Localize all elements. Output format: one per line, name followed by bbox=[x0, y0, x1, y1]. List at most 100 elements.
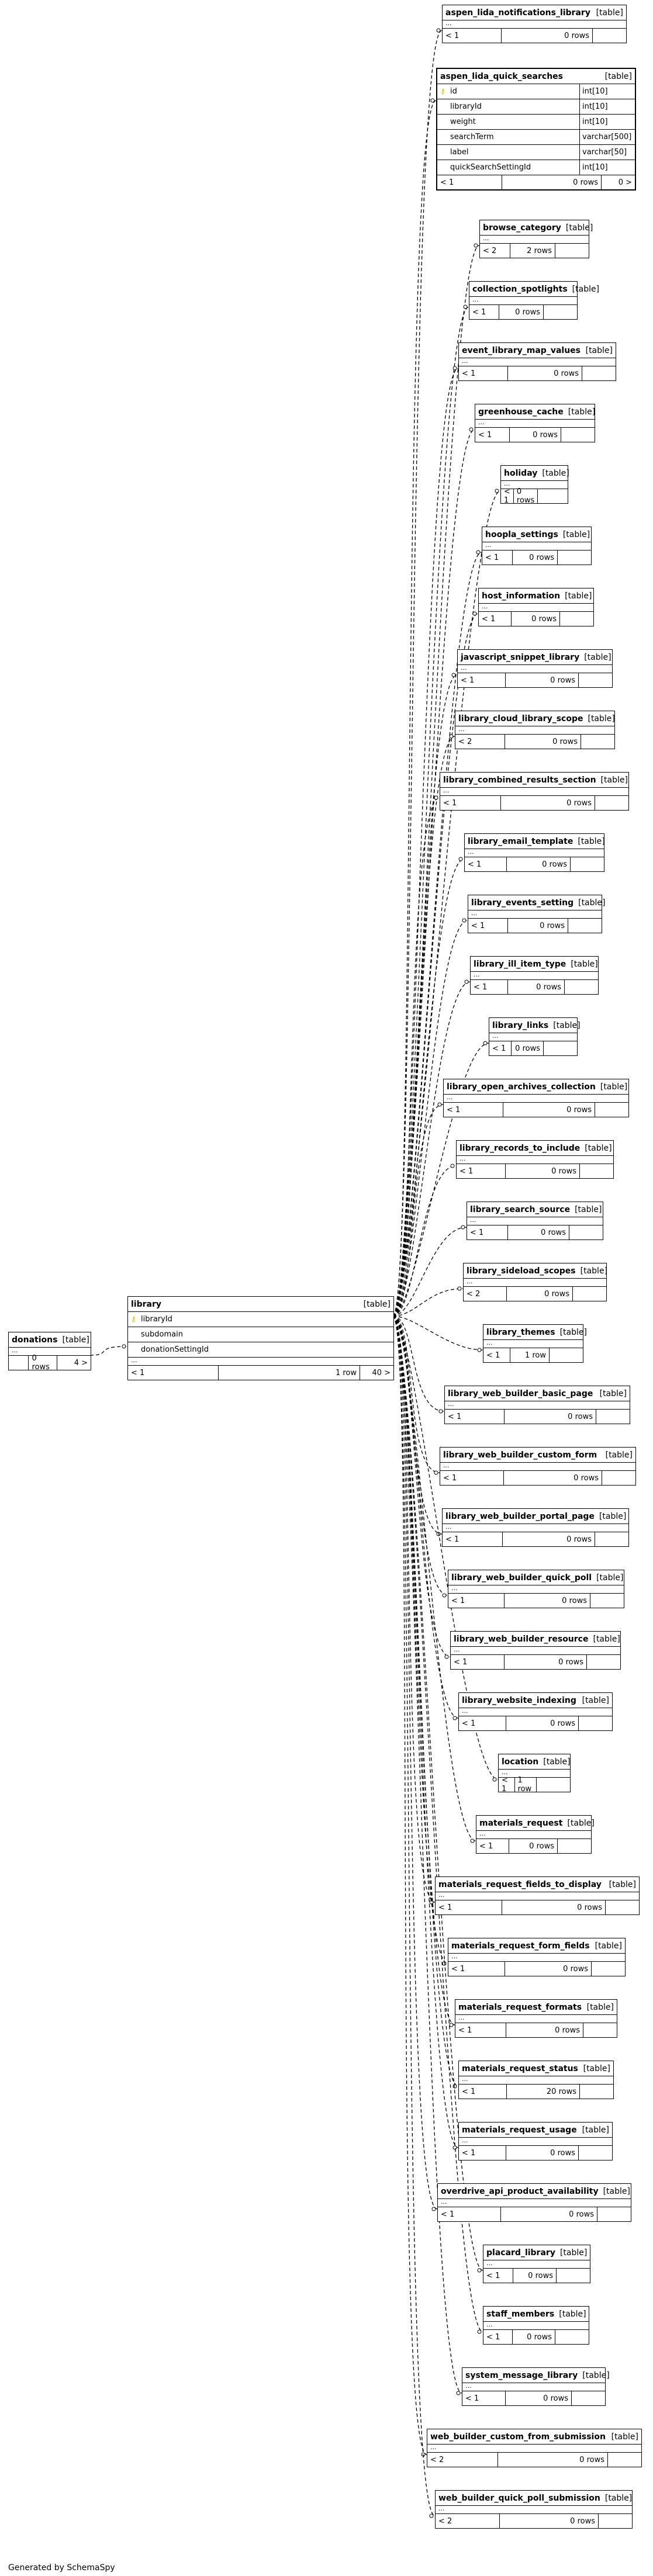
edge-library-to-browse-category bbox=[392, 245, 480, 1317]
table-type: [table] bbox=[582, 2125, 609, 2135]
table-library-web-builder-basic-page[interactable]: library_web_builder_basic_page[table]...… bbox=[444, 1386, 630, 1424]
children-count bbox=[557, 1839, 591, 1853]
table-library-open-archives-collection[interactable]: library_open_archives_collection[table].… bbox=[443, 1079, 629, 1117]
table-library-cloud-library-scope[interactable]: library_cloud_library_scope[table]...< 2… bbox=[455, 711, 615, 749]
row-count: 0 rows bbox=[504, 1410, 596, 1424]
more-columns: ... bbox=[459, 1708, 612, 1716]
edge-library-to-greenhouse-cache-marker bbox=[469, 427, 474, 432]
row-count: 0 rows bbox=[511, 1041, 543, 1055]
children-count bbox=[549, 1348, 583, 1362]
edge-library-to-library-email-template-marker bbox=[458, 857, 463, 861]
table-name: javascript_snippet_library bbox=[461, 652, 580, 662]
table-name: library_events_setting bbox=[471, 898, 574, 908]
edge-library-to-web-builder-quick-poll-submission-marker bbox=[429, 2513, 434, 2518]
table-library-combined-results-section[interactable]: library_combined_results_section[table].… bbox=[440, 772, 629, 811]
row-count: 0 rows bbox=[507, 919, 568, 933]
row-count: 0 rows bbox=[504, 1594, 590, 1608]
more-columns: ... bbox=[440, 1462, 635, 1471]
table-web-builder-quick-poll-submission[interactable]: web_builder_quick_poll_submission[table]… bbox=[435, 2490, 633, 2529]
table-header: aspen_lida_notifications_library[table] bbox=[443, 5, 626, 20]
edge-library-to-materials-request-form-fields bbox=[392, 1315, 448, 1964]
table-library[interactable]: library [table] ⚷libraryId subdomain don… bbox=[127, 1296, 394, 1380]
row-count: 0 rows bbox=[512, 2269, 556, 2283]
edge-library-to-library-web-builder-quick-poll-marker bbox=[442, 1593, 447, 1598]
table-name: library_open_archives_collection bbox=[447, 1082, 596, 1092]
edge-library-to-library-links bbox=[392, 1043, 489, 1317]
table-library-web-builder-portal-page[interactable]: library_web_builder_portal_page[table]..… bbox=[442, 1508, 629, 1547]
table-header: overdrive_api_product_availability[table… bbox=[438, 2184, 631, 2199]
parents-count: < 1 bbox=[479, 1841, 493, 1851]
edge-library-to-materials-request bbox=[392, 1315, 476, 1841]
table-materials-request-form-fields[interactable]: materials_request_form_fields[table]...<… bbox=[448, 1938, 626, 1976]
more-columns: ... bbox=[128, 1357, 393, 1366]
table-type: [table] bbox=[578, 898, 606, 908]
table-donations[interactable]: donations [table] ... 0 rows 4 > bbox=[8, 1332, 91, 1372]
table-type: [table] bbox=[585, 1143, 612, 1153]
table-name: system_message_library bbox=[465, 2370, 578, 2380]
row-count: 0 rows bbox=[497, 2453, 607, 2467]
table-name: aspen_lida_notifications_library bbox=[445, 8, 590, 18]
children-count bbox=[602, 1471, 635, 1485]
more-columns: ... bbox=[436, 2505, 632, 2514]
table-type: [table] bbox=[609, 1879, 636, 1889]
edge-library-to-library-events-setting-marker bbox=[462, 918, 467, 923]
parents-count: < 1 bbox=[478, 430, 492, 439]
table-library-web-builder-resource[interactable]: library_web_builder_resource[table]...< … bbox=[450, 1631, 621, 1670]
row-count: 0 rows bbox=[504, 1655, 586, 1669]
table-header: javascript_snippet_library[table] bbox=[458, 650, 612, 665]
edge-library-to-library-combined-results-section bbox=[392, 797, 440, 1317]
children-count bbox=[579, 1164, 613, 1178]
table-header: library_sideload_scopes[table] bbox=[464, 1263, 607, 1279]
table-web-builder-custom-from-submission[interactable]: web_builder_custom_from_submission[table… bbox=[427, 2429, 642, 2467]
table-overdrive-api-product-availability[interactable]: overdrive_api_product_availability[table… bbox=[437, 2183, 631, 2222]
table-library-web-builder-quick-poll[interactable]: library_web_builder_quick_poll[table]...… bbox=[448, 1570, 624, 1608]
edge-library-to-library-sideload-scopes-marker bbox=[457, 1286, 462, 1291]
edge-library-to-library-records-to-include bbox=[392, 1165, 457, 1317]
children-count bbox=[583, 2023, 617, 2037]
table-aspen-lida-notifications-library[interactable]: aspen_lida_notifications_library[table].… bbox=[442, 5, 627, 43]
parents-count: < 1 bbox=[447, 1105, 461, 1114]
table-materials-request-fields-to-display[interactable]: materials_request_fields_to_display[tabl… bbox=[435, 1876, 640, 1915]
table-name: materials_request_usage bbox=[462, 2125, 577, 2135]
column-type: int[10] bbox=[579, 160, 635, 175]
table-name: library_website_indexing bbox=[462, 1695, 576, 1705]
table-name: library_cloud_library_scope bbox=[458, 714, 583, 723]
table-library-web-builder-custom-form[interactable]: library_web_builder_custom_form[table]..… bbox=[440, 1447, 636, 1486]
table-footer: 0 rows 4 > bbox=[9, 1354, 91, 1372]
edge-library-to-hoopla-settings-marker bbox=[476, 550, 481, 555]
parents-count: < 1 bbox=[492, 1044, 506, 1053]
edge-library-to-aspen-lida-quick-searches-marker bbox=[430, 98, 435, 103]
edge-library-to-library-themes-marker bbox=[477, 1348, 482, 1352]
table-type: [table] bbox=[585, 345, 613, 355]
